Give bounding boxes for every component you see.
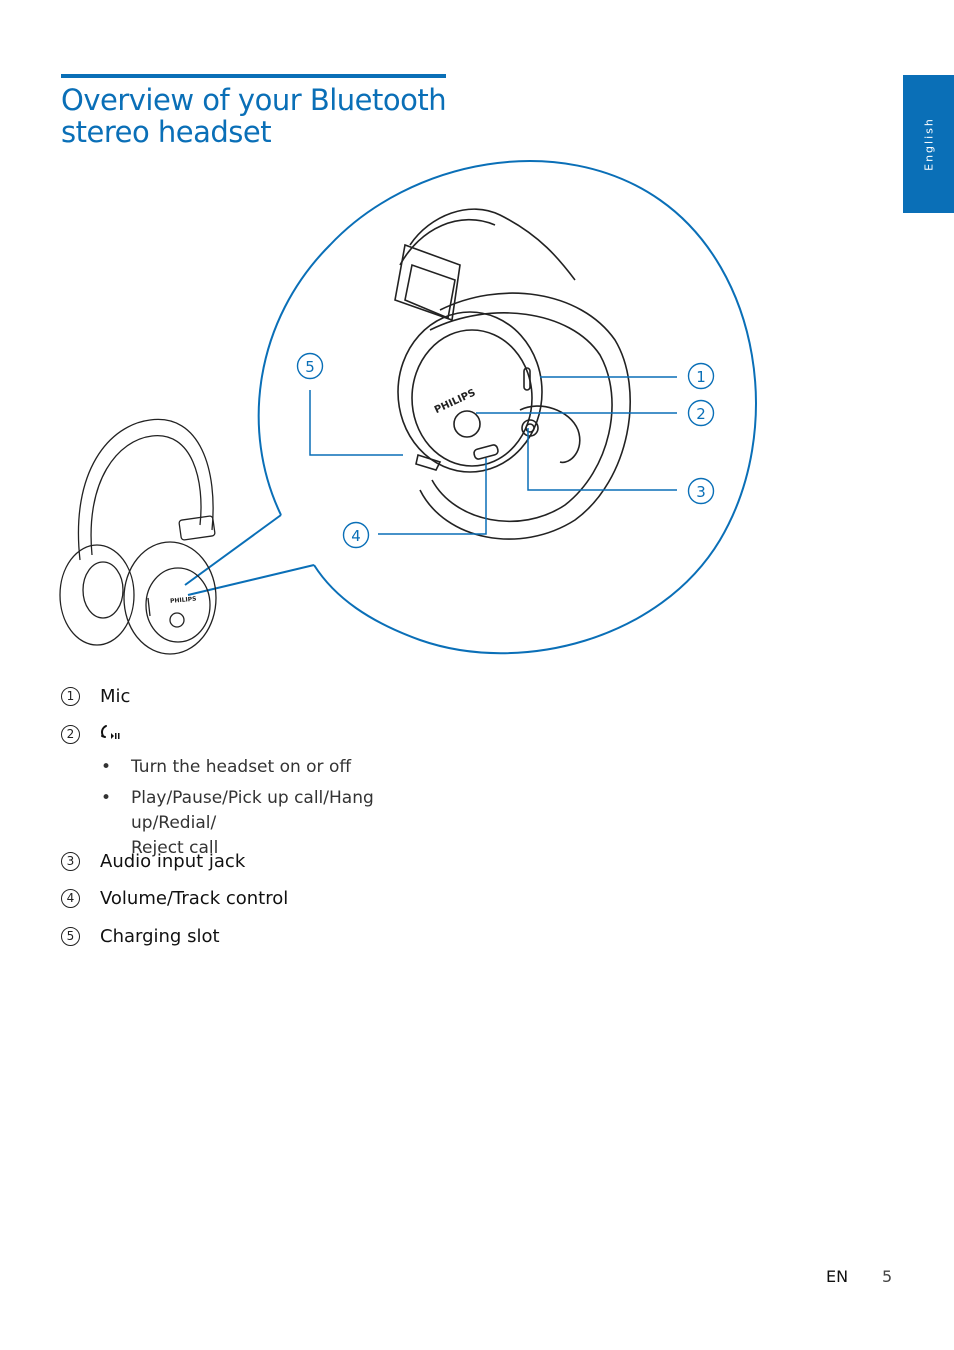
bullet-power: • Turn the headset on or off: [101, 755, 461, 780]
leader-lines: [309, 376, 677, 535]
item-number-3: 3: [61, 852, 80, 871]
callout-2: 2: [687, 399, 715, 427]
page-title-line-2: stereo headset: [61, 115, 272, 149]
brand-logo-small: PHILIPS: [170, 596, 197, 605]
footer-language: EN: [826, 1267, 849, 1286]
language-tab: English: [903, 75, 954, 213]
callout-1: 1: [687, 362, 715, 390]
list-item-charging: 5 Charging slot: [61, 926, 220, 947]
item-label-volume: Volume/Track control: [100, 888, 289, 909]
callout-3: 3: [687, 477, 715, 505]
bullet-playback: • Play/Pause/Pick up call/Hang up/Redial…: [101, 786, 461, 861]
item-number-4: 4: [61, 889, 80, 908]
title-rule: [61, 74, 446, 78]
list-item-audio-input: 3 Audio input jack: [61, 851, 245, 872]
bullet-playback-text-line-1: Play/Pause/Pick up call/Hang up/Redial/: [131, 788, 374, 833]
item-label-audio-input: Audio input jack: [100, 851, 246, 872]
callout-2-text: 2: [696, 405, 706, 423]
small-headset-illustration: [59, 418, 217, 655]
call-play-pause-icon: [100, 724, 122, 744]
item-number-1: 1: [61, 687, 80, 706]
list-item-call-button: 2: [61, 724, 122, 744]
callout-5-text: 5: [305, 358, 315, 376]
item-label-charging: Charging slot: [100, 926, 220, 947]
callout-5: 5: [296, 352, 324, 380]
page-title-line-1: Overview of your Bluetooth: [61, 83, 447, 117]
pointer-line-lower: [187, 564, 315, 596]
list-item-volume: 4 Volume/Track control: [61, 888, 288, 909]
bullet-power-text: Turn the headset on or off: [131, 757, 352, 777]
item-number-5: 5: [61, 927, 80, 946]
bullet-playback-text-line-2: Reject call: [131, 838, 219, 858]
magnifier-bubble: [257, 160, 757, 655]
callout-4: 4: [342, 521, 370, 549]
callout-4-text: 4: [351, 527, 361, 545]
item-label-mic: Mic: [100, 686, 131, 707]
page-title: Overview of your Bluetooth stereo headse…: [61, 84, 481, 148]
headset-diagram: PHILIPS PHILIPS 1 2 3 4 5: [59, 160, 757, 655]
callout-3-text: 3: [696, 483, 706, 501]
page-number: 5: [882, 1267, 893, 1286]
bullet-dot: •: [101, 788, 112, 808]
callout-1-text: 1: [696, 368, 706, 386]
item-number-2: 2: [61, 724, 80, 744]
pointer-line-upper: [184, 514, 282, 586]
large-headset-illustration: [394, 208, 631, 540]
list-item-mic: 1 Mic: [61, 686, 130, 707]
bullet-dot: •: [101, 757, 112, 777]
